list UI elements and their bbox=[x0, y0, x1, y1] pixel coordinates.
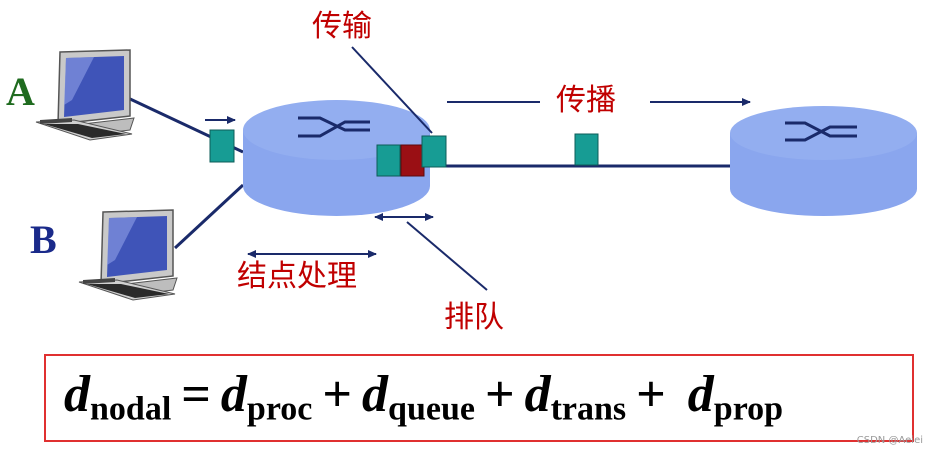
formula-lhs-sub: nodal bbox=[90, 390, 172, 428]
queued-packet-1 bbox=[376, 144, 401, 177]
delay-formula-box: dnodal=dproc+dqueue+dtrans+dprop bbox=[44, 354, 914, 442]
formula-term-queue-var: d bbox=[362, 366, 389, 423]
formula-plus-3: + bbox=[636, 366, 666, 423]
link-host-b bbox=[173, 183, 245, 250]
router-2-icon bbox=[785, 121, 857, 142]
nodal-processing-label: 结点处理 bbox=[237, 259, 357, 294]
transmission-label: 传输 bbox=[312, 9, 372, 44]
queueing-leader bbox=[406, 221, 488, 291]
formula-term-proc-var: d bbox=[220, 366, 247, 423]
host-b-label: B bbox=[30, 217, 57, 262]
formula-plus-2: + bbox=[484, 366, 515, 423]
formula-term-prop-sub: prop bbox=[713, 390, 784, 428]
router-1-icon bbox=[298, 116, 370, 138]
host-a-label: A bbox=[6, 69, 35, 114]
formula-plus-1: + bbox=[322, 366, 353, 423]
formula-lhs-var: d bbox=[64, 366, 90, 423]
watermark: CSDN @Aeiei bbox=[856, 435, 923, 446]
queueing-label: 排队 bbox=[444, 300, 504, 335]
host-a-computer-icon bbox=[35, 49, 135, 141]
formula-term-trans-var: d bbox=[524, 366, 551, 423]
formula-term-proc-sub: proc bbox=[246, 390, 313, 428]
router-2 bbox=[730, 106, 917, 216]
formula-equals: = bbox=[181, 366, 211, 423]
formula-term-queue-sub: queue bbox=[388, 390, 475, 428]
propagating-packet bbox=[574, 133, 599, 166]
transmission-leader bbox=[351, 46, 433, 134]
queued-packet-2 bbox=[400, 144, 425, 177]
incoming-packet bbox=[209, 129, 235, 163]
formula-term-prop-var: d bbox=[687, 366, 714, 423]
delay-formula: dnodal=dproc+dqueue+dtrans+dprop bbox=[64, 364, 783, 430]
propagation-label: 传播 bbox=[556, 83, 616, 118]
formula-term-trans-sub: trans bbox=[550, 390, 627, 428]
host-b-computer-icon bbox=[78, 209, 178, 301]
transmitting-packet bbox=[421, 135, 447, 168]
